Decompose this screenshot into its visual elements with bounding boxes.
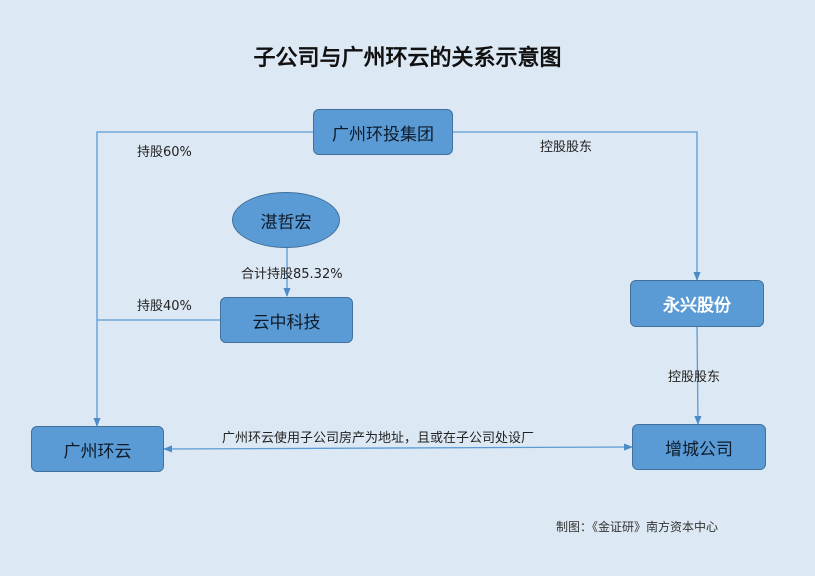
edge-huanyun-zengcheng xyxy=(163,443,633,453)
label-yunzhong-huanyun: 持股40% xyxy=(137,299,192,314)
node-huanyun: 广州环云 xyxy=(31,426,164,472)
edge-group-huanyun xyxy=(93,131,313,427)
diagram-title: 子公司与广州环云的关系示意图 xyxy=(253,46,562,71)
node-group: 广州环投集团 xyxy=(313,109,453,155)
node-person: 湛哲宏 xyxy=(232,192,340,248)
node-zengcheng: 增城公司 xyxy=(632,424,766,470)
label-yongxing-zengcheng: 控股股东 xyxy=(668,370,721,385)
source-credit: 制图：《金证研》南方资本中心 xyxy=(556,520,719,534)
label-group-huanyun: 持股60% xyxy=(137,145,192,160)
node-yongxing: 永兴股份 xyxy=(630,280,764,327)
label-group-yongxing: 控股股东 xyxy=(540,140,593,155)
edge-group-yongxing xyxy=(453,131,701,281)
label-huanyun-zengcheng: 广州环云使用子公司房产为地址，且或在子公司处设厂 xyxy=(222,431,535,446)
node-yunzhong: 云中科技 xyxy=(220,297,353,343)
label-person-yunzhong: 合计持股85.32% xyxy=(241,267,343,282)
edge-yongxing-zengcheng xyxy=(694,326,702,425)
